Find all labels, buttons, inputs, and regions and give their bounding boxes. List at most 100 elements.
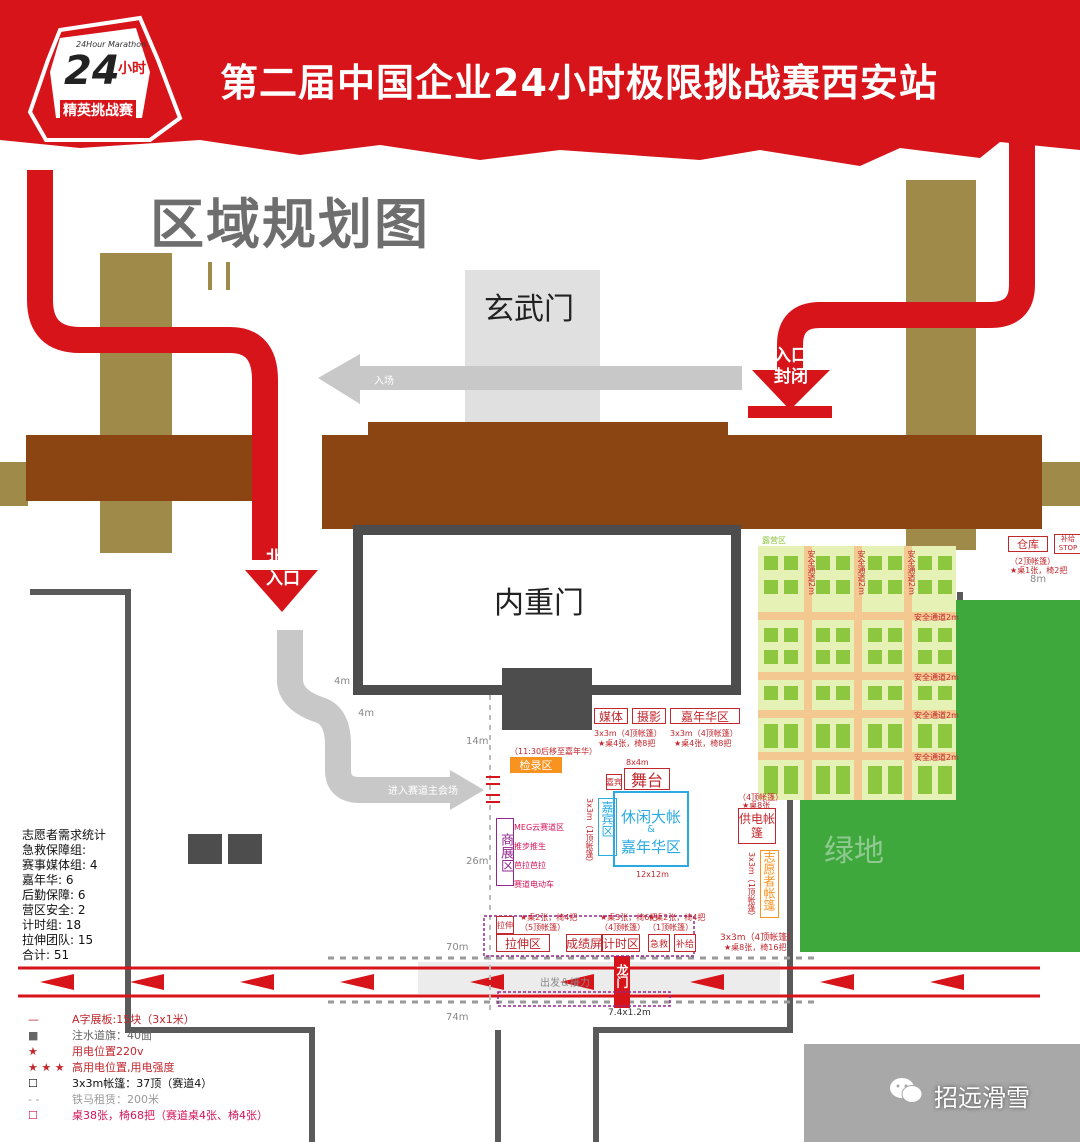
zone-media: 媒体: [594, 708, 628, 724]
track-arrow: [470, 974, 504, 990]
safe-lane: 安全通道2m: [914, 711, 959, 720]
camp-tent: [918, 650, 932, 664]
track-arrow: [690, 974, 724, 990]
camp-label: 露营区: [762, 536, 786, 545]
longmen-boundary: [497, 991, 671, 1007]
legend-text: 注水道旗：40面: [72, 1029, 152, 1042]
right-tent-sub: ★桌8张，椅16把: [724, 943, 787, 952]
track-arrow: [930, 974, 964, 990]
legend-mark: - -: [28, 1093, 40, 1106]
legend-mark: —: [28, 1013, 39, 1026]
camp-tent: [868, 628, 882, 642]
volunteer-tent-label: 3x3m（1顶帐篷）: [747, 852, 756, 920]
legend-item: ☐3x3m帐篷：37顶（赛道4）: [28, 1076, 268, 1092]
camp-tent: [836, 780, 850, 794]
camp-tent: [816, 650, 830, 664]
red-arrow-right: [777, 120, 1035, 370]
track-left: [30, 589, 315, 1142]
zone-first-aid: 急救: [648, 934, 670, 952]
camp-tent: [918, 780, 932, 794]
camp-tent: [816, 686, 830, 700]
camp-tent: [938, 650, 952, 664]
pillar-edge-right: [1040, 462, 1080, 506]
track-arrow: [240, 974, 274, 990]
expo-item: 芭拉芭拉: [514, 861, 546, 870]
camp-tent: [938, 734, 952, 748]
dark-block-1: [188, 834, 222, 864]
stretch-side: 拉伸: [496, 916, 514, 934]
dim-14m: 14m: [466, 736, 489, 747]
stretch-tent: （5顶帐篷）: [520, 923, 566, 932]
start-relay-label: 出发＆接力: [540, 978, 590, 989]
safe-lane: 安全通道2m: [907, 550, 916, 595]
camp-tent: [836, 580, 850, 594]
camp-tent: [784, 686, 798, 700]
camp-tent: [784, 556, 798, 570]
zone-guest: 嘉宾区: [598, 798, 617, 856]
camp-tent: [816, 766, 830, 780]
lounge-carnival: 嘉年华区: [620, 838, 681, 856]
dim-12x12: 12x12m: [636, 870, 669, 879]
legend-text: A字展板:15块（3x1米）: [72, 1013, 195, 1026]
power-top: （4顶帐篷）: [738, 793, 784, 802]
zone-stage: 舞台: [624, 768, 670, 790]
camp-tent: [836, 556, 850, 570]
camp-tent: [784, 734, 798, 748]
zone-score: 成绩屏: [566, 934, 602, 952]
camp-tent: [816, 780, 830, 794]
enter-main-label: 进入赛道主会场: [388, 786, 458, 797]
legend-item: - - 铁马租赁：200米: [28, 1092, 268, 1108]
header-banner: [0, 0, 1080, 166]
volunteer-row: 计时组: 18: [22, 918, 82, 932]
camp-tent: [918, 734, 932, 748]
camp-tent: [868, 686, 882, 700]
safe-lane: 安全通道2m: [914, 753, 959, 762]
camp-tent: [938, 580, 952, 594]
safe-lane: 安全通道2m: [807, 550, 816, 595]
legend-text: 高用电位置,用电强度: [72, 1061, 175, 1074]
camp-tent: [784, 780, 798, 794]
camp-tent: [836, 650, 850, 664]
move-note: （11:30后移至嘉年华）: [510, 747, 598, 756]
volunteer-row: 后勤保障: 6: [22, 888, 86, 902]
camp-tent: [888, 780, 902, 794]
stage-guest: 嘉宾: [606, 774, 622, 790]
camp-tent: [764, 580, 778, 594]
tent-a-label: 3x3m（4顶帐篷）: [594, 729, 662, 738]
gray-block: [804, 1044, 1080, 1142]
zone-photo: 摄影: [632, 708, 666, 724]
green-label: 绿地: [824, 834, 884, 869]
watermark-text: 招远滑雪: [934, 1084, 1030, 1112]
dim-4m-a: 4m: [334, 676, 351, 687]
north-entry-label: 北门入口: [266, 548, 300, 589]
camp-tent: [938, 686, 952, 700]
camp-tent: [918, 580, 932, 594]
expo-item: 赛道电动车: [514, 880, 554, 889]
entry-closed-label: 入口封闭: [774, 346, 808, 387]
volunteer-row: 急救保障组:: [22, 843, 87, 857]
camp-tent: [764, 780, 778, 794]
legend-text: 铁马租赁：200米: [72, 1093, 159, 1106]
camp-tent: [764, 650, 778, 664]
safe-lane: 安全通道2m: [914, 673, 959, 682]
camp-tent: [938, 628, 952, 642]
camp-tent: [938, 556, 952, 570]
aid-tent: （1顶帐篷）: [648, 923, 694, 932]
camp-tent: [836, 686, 850, 700]
pillar-edge-left: [0, 462, 28, 506]
safe-lane: 安全通道2m: [857, 550, 866, 595]
zone-stretch: 拉伸区: [496, 934, 550, 952]
dim-8x4: 8x4m: [626, 758, 649, 767]
camp-tent: [868, 650, 882, 664]
camp-tent: [868, 766, 882, 780]
camp-tent: [868, 580, 882, 594]
volunteer-stats: 志愿者需求统计 急救保障组: 赛事媒体组: 4 嘉年华: 6 后勤保障: 6 营…: [22, 828, 106, 963]
city-wall-left: [26, 435, 258, 501]
lounge-title: 休闲大帐: [620, 808, 681, 826]
camp-tent: [816, 628, 830, 642]
city-wall-main: [322, 435, 1042, 529]
camp-tent: [836, 766, 850, 780]
legend-text: 3x3m帐篷：37顶（赛道4）: [72, 1077, 213, 1090]
pillar-left: [100, 253, 172, 553]
